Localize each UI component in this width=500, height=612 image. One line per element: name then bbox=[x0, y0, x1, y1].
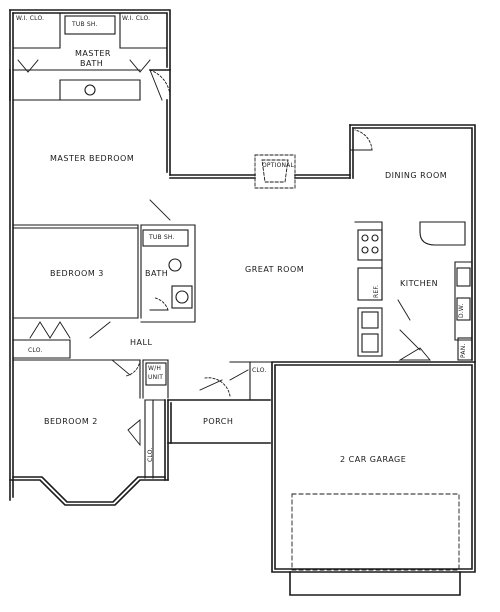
hall-label: HALL bbox=[130, 338, 153, 347]
bedroom-3-label: BEDROOM 3 bbox=[50, 269, 104, 278]
water-heater-label-line1: W/H bbox=[148, 365, 162, 372]
bedroom-3-closet-label: CLO. bbox=[28, 347, 43, 354]
master-bath-label-line2: BATH bbox=[80, 59, 104, 68]
dining-room-label: DINING ROOM bbox=[385, 171, 448, 180]
tub-shower-top-label: TUB SH. bbox=[72, 21, 98, 28]
great-room-label: GREAT ROOM bbox=[245, 265, 305, 274]
kitchen-label: KITCHEN bbox=[400, 279, 439, 288]
exterior-walls bbox=[9, 9, 476, 596]
bifold-doors bbox=[17, 59, 151, 447]
garage-door bbox=[291, 493, 460, 571]
wi-closet-right-label: W.I. CLO. bbox=[122, 15, 151, 22]
bath-tub-shower-label: TUB SH. bbox=[149, 234, 175, 241]
pantry-label: PAN. bbox=[460, 343, 467, 358]
bedroom-2-label: BEDROOM 2 bbox=[44, 417, 98, 426]
bath-label: BATH bbox=[145, 269, 169, 278]
garage-label: 2 CAR GARAGE bbox=[340, 455, 407, 464]
bedroom-2-closet-label: CLO. bbox=[147, 447, 154, 462]
master-bedroom-label: MASTER BEDROOM bbox=[50, 154, 135, 163]
doors bbox=[89, 69, 431, 397]
optional-fireplace-label: OPTIONAL bbox=[262, 162, 295, 169]
water-heater-label-line2: UNIT bbox=[148, 374, 164, 381]
porch-label: PORCH bbox=[203, 417, 234, 426]
interior-walls bbox=[12, 12, 473, 573]
master-bath-label-line1: MASTER bbox=[75, 49, 111, 58]
entry-closet-label: CLO. bbox=[252, 367, 267, 374]
dishwasher-label: D.W. bbox=[458, 303, 465, 318]
wi-closet-left-label: W.I. CLO. bbox=[16, 15, 45, 22]
refrigerator-label: REF. bbox=[373, 284, 380, 298]
optional-fireplace bbox=[254, 154, 296, 189]
